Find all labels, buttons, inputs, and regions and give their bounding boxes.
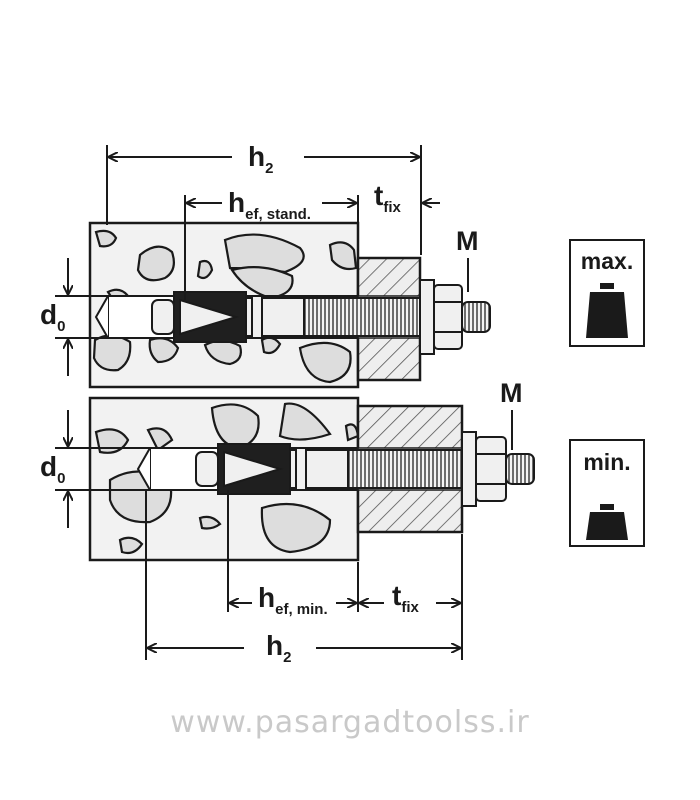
label-hef-min: hef, min. xyxy=(258,582,328,618)
aggregate-stones-top xyxy=(92,229,358,384)
badge-min: min. xyxy=(569,439,645,547)
badge-min-label: min. xyxy=(583,449,630,475)
label-h2-top: h2 xyxy=(248,141,273,177)
label-m-bottom: M xyxy=(500,378,523,408)
label-d0-bottom: d0 xyxy=(40,451,65,487)
label-tfix-bottom: tfix xyxy=(392,580,419,616)
label-d0-top: d0 xyxy=(40,299,65,335)
bottom-assembly xyxy=(88,396,535,562)
label-hef-stand: hef, stand. xyxy=(228,187,311,223)
weight-icon xyxy=(586,283,628,338)
badge-max: max. xyxy=(569,239,645,347)
anchor-bolt-top xyxy=(151,279,491,355)
top-assembly xyxy=(88,221,491,389)
badge-max-label: max. xyxy=(581,248,633,274)
label-m-top: M xyxy=(456,226,479,256)
anchor-bolt-bottom xyxy=(195,431,535,507)
watermark-url: www.pasargadtoolss.ir xyxy=(170,705,529,740)
label-h2-bottom: h2 xyxy=(266,630,291,666)
dimension-lines xyxy=(55,145,513,660)
weight-icon xyxy=(586,504,628,540)
label-tfix-top: tfix xyxy=(374,180,401,216)
